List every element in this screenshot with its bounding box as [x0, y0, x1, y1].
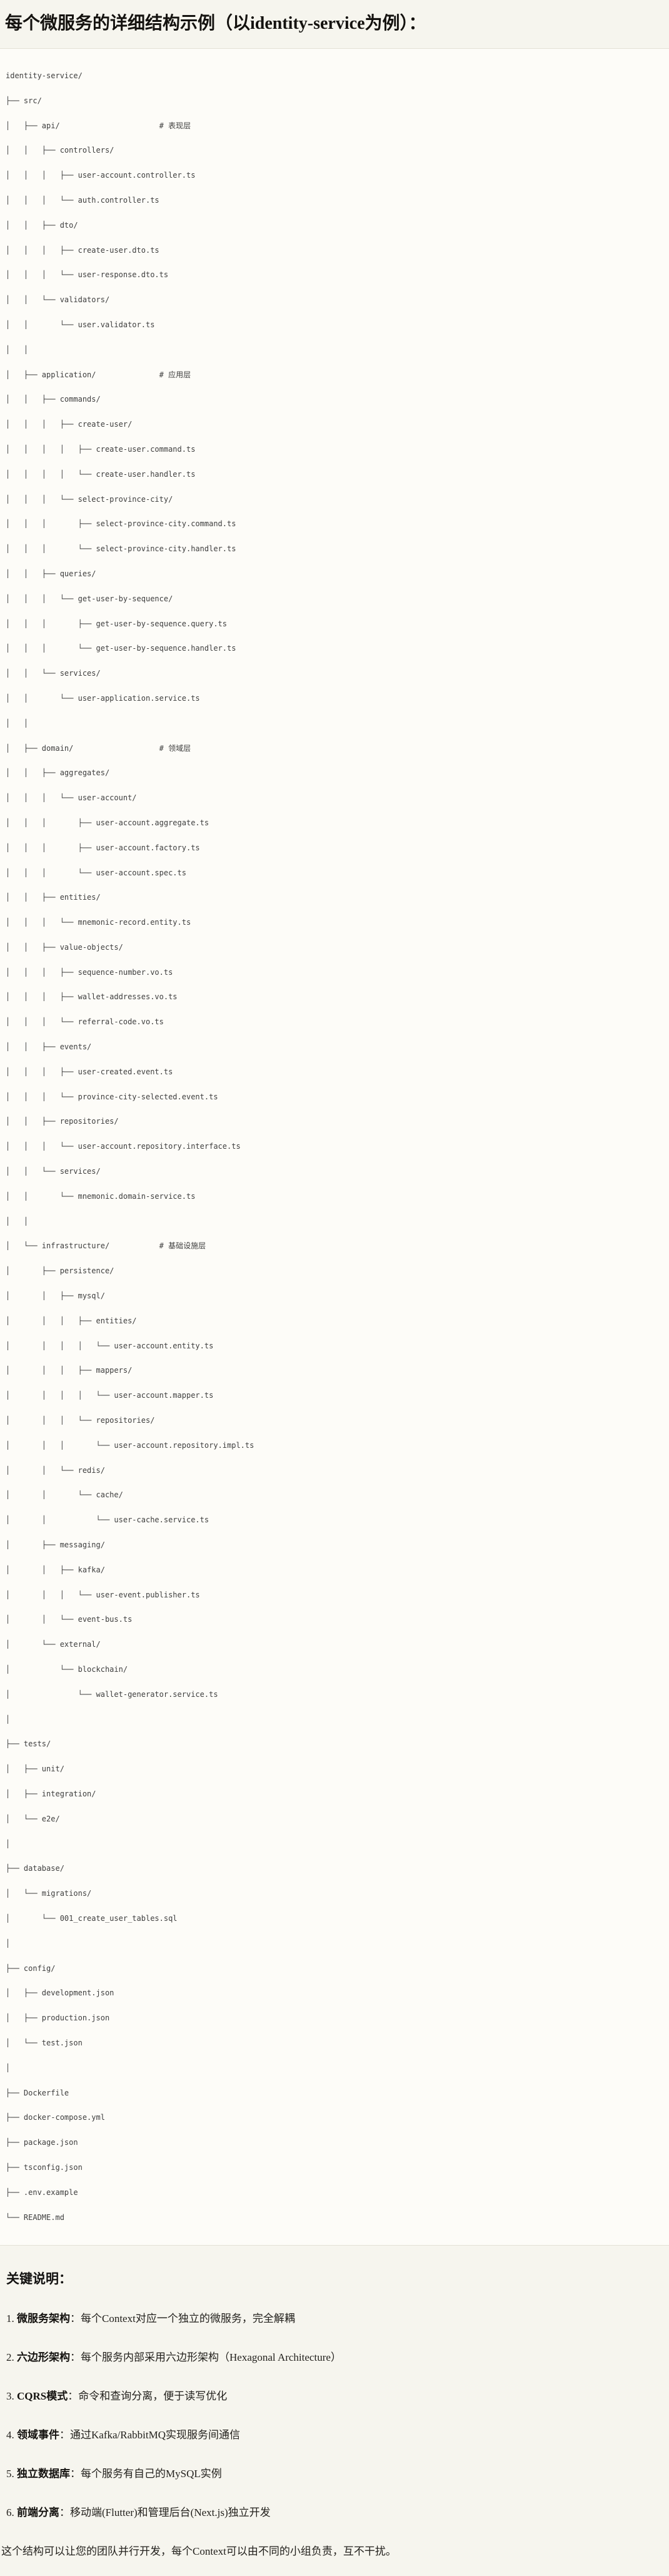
note-item-hexagonal-architecture: 2. 六边形架构：每个服务内部采用六边形架构（Hexagonal Archite…	[6, 2349, 663, 2366]
note-number: 2.	[6, 2351, 17, 2364]
closing-paragraph: 这个结构可以让您的团队并行开发，每个Context可以由不同的小组负责，互不干扰…	[1, 2545, 396, 2558]
note-item-domain-events: 4. 领域事件：通过Kafka/RabbitMQ实现服务间通信	[6, 2427, 663, 2443]
note-item-independent-database: 5. 独立数据库：每个服务有自己的MySQL实例	[6, 2466, 663, 2482]
key-notes-heading: 关键说明：	[6, 2271, 72, 2287]
note-number: 6.	[6, 2507, 17, 2519]
note-text: ：移动端(Flutter)和管理后台(Next.js)独立开发	[59, 2507, 271, 2519]
note-number: 1.	[6, 2313, 17, 2325]
directory-tree-code-block: identity-service/ ├── src/ │ ├── api/ # …	[0, 48, 669, 2246]
note-number: 3.	[6, 2390, 17, 2403]
note-label: 领域事件	[17, 2429, 59, 2441]
note-label: 独立数据库	[17, 2468, 70, 2480]
note-item-cqrs-pattern: 3. CQRS模式：命令和查询分离，便于读写优化	[6, 2388, 663, 2405]
note-number: 5.	[6, 2468, 17, 2480]
note-text: ：每个Context对应一个独立的微服务，完全解耦	[70, 2313, 295, 2325]
note-label: 六边形架构	[17, 2351, 70, 2364]
note-label: 前端分离	[17, 2507, 59, 2519]
note-text: ：每个服务内部采用六边形架构（Hexagonal Architecture）	[70, 2351, 341, 2364]
note-label: CQRS模式	[17, 2390, 68, 2403]
note-text: ：命令和查询分离，便于读写优化	[68, 2390, 228, 2403]
note-number: 4.	[6, 2429, 17, 2441]
note-text: ：每个服务有自己的MySQL实例	[70, 2468, 222, 2480]
note-text: ：通过Kafka/RabbitMQ实现服务间通信	[59, 2429, 240, 2441]
note-item-microservice-architecture: 1. 微服务架构：每个Context对应一个独立的微服务，完全解耦	[6, 2311, 663, 2327]
note-item-frontend-separation: 6. 前端分离：移动端(Flutter)和管理后台(Next.js)独立开发	[6, 2505, 663, 2521]
note-label: 微服务架构	[17, 2313, 70, 2325]
page-title: 每个微服务的详细结构示例（以identity-service为例）：	[5, 14, 426, 33]
key-notes-section: 关键说明： 1. 微服务架构：每个Context对应一个独立的微服务，完全解耦 …	[0, 2269, 669, 2575]
